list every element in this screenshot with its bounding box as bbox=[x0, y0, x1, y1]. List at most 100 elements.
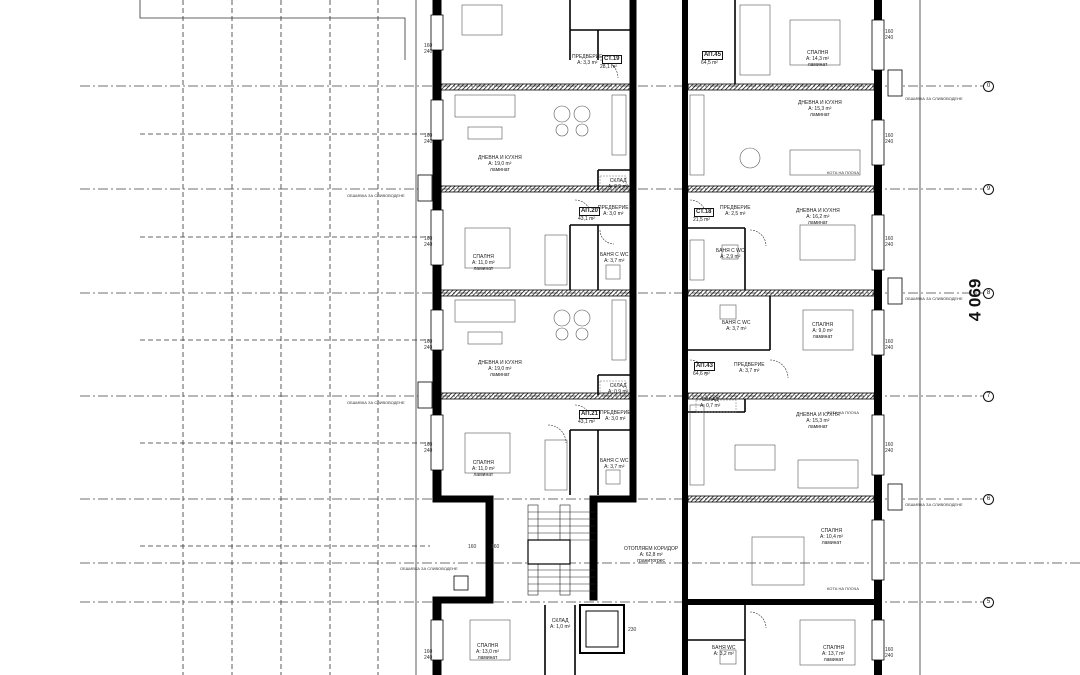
room-finish: ламинат bbox=[812, 334, 833, 340]
roof-note: ОБШИВКА ЗА СЛИВОВОДЕНЕ bbox=[347, 400, 405, 405]
room-finish: ламинат bbox=[808, 220, 828, 226]
dining-table bbox=[575, 123, 589, 137]
left-wing-walls bbox=[432, 0, 637, 675]
party-wall bbox=[440, 289, 631, 297]
axis-bubble: 0 bbox=[983, 81, 994, 92]
room-name: ПРЕДВЕРИЕ bbox=[600, 410, 631, 416]
room-area: А: 3,7 m² bbox=[739, 368, 760, 374]
room-finish: ламинат bbox=[473, 472, 494, 478]
axis-bubble: 7 bbox=[983, 391, 994, 402]
dim-label: 160 bbox=[424, 236, 433, 242]
room-label: ПРЕДВЕРИЕ А: 3,0 m² bbox=[600, 410, 631, 422]
room-label: СПАЛНЯ А: 13,7 m² ламинат bbox=[822, 645, 845, 663]
room-name: БАНЯ С WC bbox=[600, 458, 629, 464]
sofa bbox=[454, 299, 516, 323]
party-wall bbox=[440, 185, 631, 193]
room-name: ПРЕДВЕРИЕ bbox=[734, 362, 765, 368]
axis-bubble: 9 bbox=[983, 184, 994, 195]
room-label: БАНЯ С WC А: 3,7 m² bbox=[600, 458, 628, 470]
left-wing-corridor-wall bbox=[629, 0, 637, 501]
stair-wall-right bbox=[589, 499, 598, 601]
bed bbox=[464, 227, 511, 269]
room-area: А: 14,3 m² bbox=[806, 56, 830, 62]
dim-label: 240 bbox=[885, 345, 894, 351]
room-label: СПАЛНЯ А: 14,3 m² ламинат bbox=[806, 50, 829, 68]
room-label: ОТОПЛЯЕМ КОРИДОР А: 62,8 m² гранитогрес bbox=[624, 546, 678, 564]
dim-label: 240 bbox=[885, 139, 894, 145]
room-name: ОТОПЛЯЕМ КОРИДОР bbox=[624, 546, 679, 552]
apartment-area: 21,5 m² bbox=[693, 217, 710, 223]
room-name: ДНЕВНА И КУХНЯ bbox=[796, 208, 840, 214]
bed bbox=[799, 619, 856, 666]
apartment-tag: АП.21 bbox=[579, 410, 600, 419]
dim-label: 240 bbox=[424, 345, 433, 351]
room-label: ДНЕВНА И КУХНЯ А: 19,0 m² ламинат bbox=[478, 360, 522, 378]
toilet bbox=[719, 304, 737, 320]
apartment-area: 43,1 m² bbox=[578, 216, 595, 222]
dim-label: 160 bbox=[885, 236, 894, 242]
bed bbox=[789, 19, 841, 66]
room-label: ДНЕВНА И КУХНЯ А: 15,3 m² ламинат bbox=[796, 412, 840, 430]
dining-table bbox=[573, 309, 591, 327]
dim-label: 240 bbox=[424, 49, 433, 55]
dining-table bbox=[734, 444, 776, 471]
roof-note: ОБШИВКА ЗА СЛИВОВОДЕНЕ bbox=[400, 566, 458, 571]
room-name: СКЛАД bbox=[609, 383, 627, 389]
room-area: А: 15,3 m² bbox=[808, 106, 832, 112]
room-area: А: 13,0 m² bbox=[476, 649, 500, 655]
room-name: БАНЯ С WC bbox=[722, 320, 751, 326]
dim-label: 160 bbox=[424, 649, 433, 655]
sofa bbox=[454, 94, 516, 118]
window bbox=[430, 414, 444, 471]
dim-label: 240 bbox=[424, 242, 433, 248]
kitchen-counter bbox=[611, 299, 627, 361]
door-swing bbox=[599, 229, 615, 245]
kitchen-counter bbox=[689, 404, 705, 486]
door-swing bbox=[769, 359, 789, 379]
room-finish: ламинат bbox=[477, 655, 498, 661]
room-label: СПАЛНЯ А: 11,0 m² ламинат bbox=[472, 460, 495, 478]
room-area: А: 10,4 m² bbox=[820, 534, 844, 540]
roof-drain bbox=[887, 483, 903, 511]
elevator bbox=[579, 604, 625, 654]
coffee-table bbox=[467, 331, 503, 345]
apartment-tag: АП.45 bbox=[702, 51, 723, 60]
room-area: А: 3,2 m² bbox=[713, 651, 734, 657]
room-label: ДНЕВНА И КУХНЯ А: 19,0 m² ламинат bbox=[478, 155, 522, 173]
right-wing-walls bbox=[682, 0, 882, 675]
room-name: СКЛАД bbox=[701, 397, 719, 403]
door-swing bbox=[749, 229, 767, 247]
party-wall bbox=[440, 83, 631, 91]
wardrobe bbox=[739, 4, 771, 76]
apartment-area: 28,1 m² bbox=[600, 64, 617, 70]
room-name: БАНЯ С WC bbox=[716, 248, 745, 254]
roof-drain bbox=[417, 381, 433, 409]
roof-note: ОБШИВКА ЗА СЛИВОВОДЕНЕ bbox=[347, 193, 405, 198]
dim-label: 240 bbox=[885, 35, 894, 41]
sofa bbox=[789, 149, 861, 176]
dim-label: 160 bbox=[468, 544, 477, 550]
right-wing-partitions bbox=[687, 83, 875, 503]
sofa bbox=[797, 459, 859, 489]
dim-label: 160 bbox=[885, 442, 894, 448]
room-area: А: 3,0 m² bbox=[605, 416, 626, 422]
room-finish: ламинат bbox=[821, 540, 842, 546]
room-finish: ламинат bbox=[490, 167, 510, 173]
roof-drain bbox=[453, 575, 469, 591]
level-note: КОТА НА ПЛОЧА bbox=[827, 410, 860, 415]
axis-lines bbox=[80, 85, 1080, 603]
room-label: СКЛАД А: 0,7 m² bbox=[700, 397, 720, 409]
toilet bbox=[721, 244, 739, 260]
coffee-table bbox=[467, 126, 503, 140]
room-label: ПРЕДВЕРИЕ А: 3,7 m² bbox=[734, 362, 765, 374]
dining-table bbox=[553, 309, 571, 327]
dim-label: 160 bbox=[885, 647, 894, 653]
room-label: ПРЕДВЕРИЕ А: 2,5 m² bbox=[720, 205, 751, 217]
window bbox=[871, 309, 885, 356]
apartment-tag: СТ.19 bbox=[602, 55, 622, 64]
room-name: ПРЕДВЕРИЕ bbox=[572, 54, 603, 60]
roof-note: ОБШИВКА ЗА СЛИВОВОДЕНЕ bbox=[905, 296, 963, 301]
room-label: СПАЛНЯ А: 9,0 m² ламинат bbox=[812, 322, 833, 340]
party-wall bbox=[687, 289, 875, 297]
site-boundary bbox=[139, 0, 921, 675]
